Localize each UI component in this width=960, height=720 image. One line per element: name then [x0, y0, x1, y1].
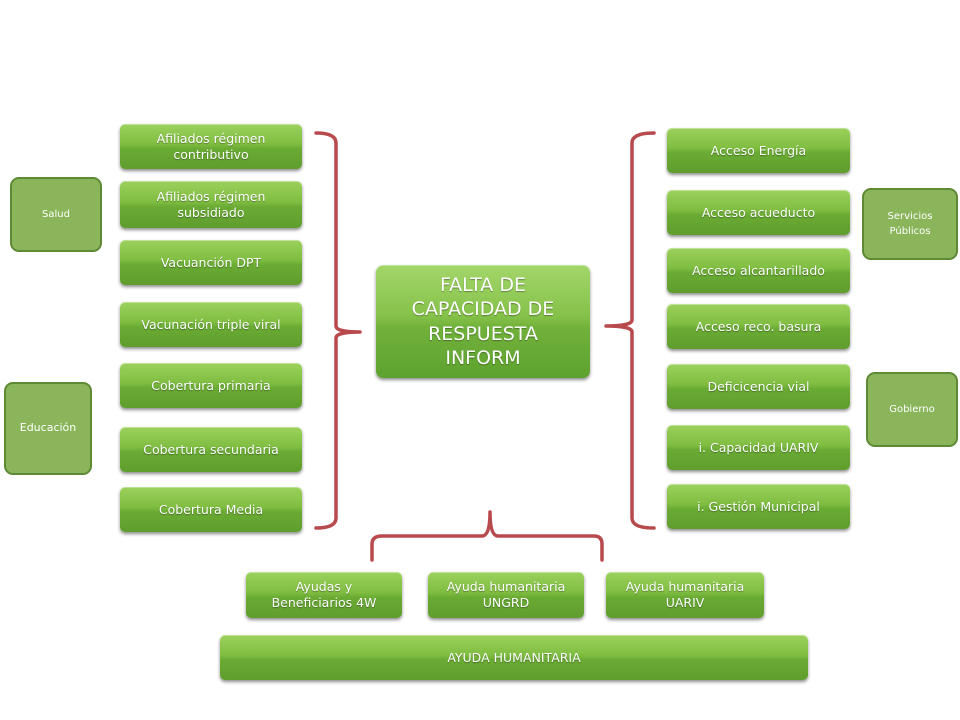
right-item-acceso-reco-basura: Acceso reco. basura: [667, 304, 850, 349]
category-gobierno: Gobierno: [866, 372, 958, 447]
category-servicios-label: Servicios Públicos: [887, 211, 933, 237]
left-item-vacunacion-triple-viral: Vacunación triple viral: [120, 302, 302, 347]
category-salud: Salud: [10, 177, 102, 252]
category-salud-label: Salud: [42, 209, 70, 220]
category-educacion: Educación: [4, 382, 92, 475]
right-item-acceso-energia: Acceso Energía: [667, 128, 850, 173]
bottom-bar-ayuda-humanitaria: AYUDA HUMANITARIA: [220, 635, 808, 680]
right-bracket: [604, 131, 656, 530]
right-item-acceso-alcantarillado: Acceso alcantarillado: [667, 248, 850, 293]
left-item-cobertura-primaria: Cobertura primaria: [120, 363, 302, 408]
left-item-cobertura-secundaria: Cobertura secundaria: [120, 427, 302, 472]
right-item-gestion-municipal: i. Gestión Municipal: [667, 484, 850, 529]
category-gobierno-label: Gobierno: [889, 404, 935, 415]
right-item-deficiencia-vial: Deficicencia vial: [667, 364, 850, 409]
category-servicios-publicos: Servicios Públicos: [862, 188, 958, 260]
right-item-capacidad-uariv: i. Capacidad UARIV: [667, 425, 850, 470]
center-box-falta-capacidad: FALTA DE CAPACIDAD DE RESPUESTA INFORM: [376, 265, 590, 378]
left-bracket: [314, 131, 362, 530]
category-educacion-label: Educación: [19, 421, 77, 435]
left-item-vacunacion-dpt: Vacuanción DPT: [120, 240, 302, 285]
bottom-bracket: [370, 510, 604, 562]
left-item-cobertura-media: Cobertura Media: [120, 487, 302, 532]
right-item-acceso-acueducto: Acceso acueducto: [667, 190, 850, 235]
